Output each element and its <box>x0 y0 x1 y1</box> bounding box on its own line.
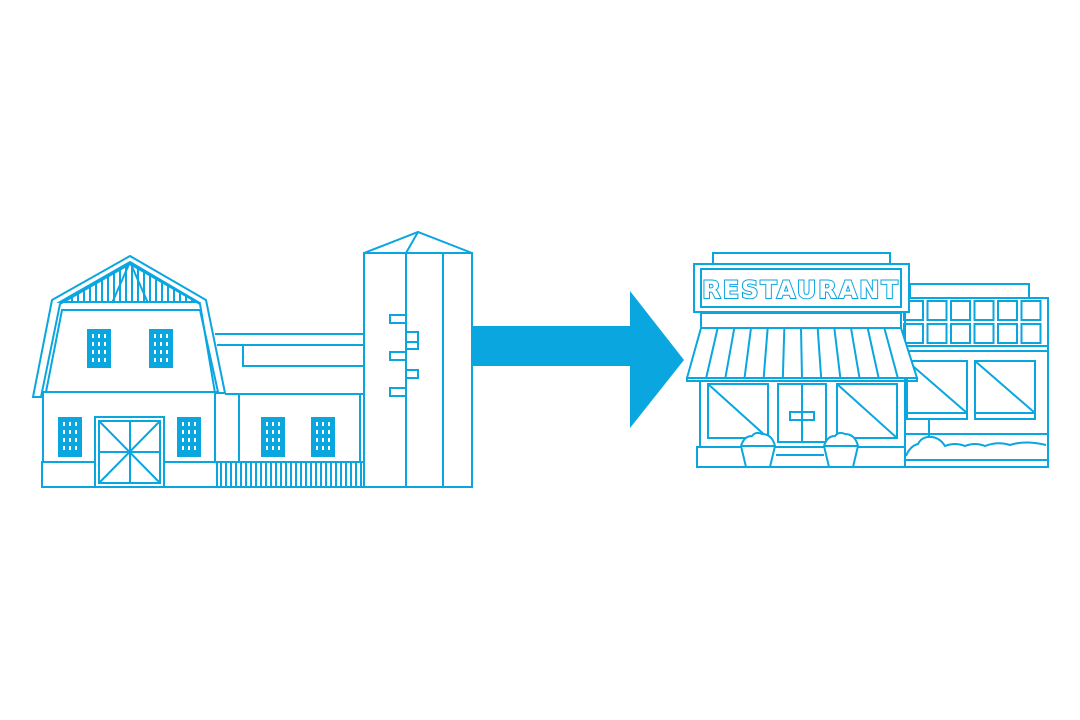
bushes <box>905 435 1047 457</box>
restaurant-side-building <box>903 283 1049 468</box>
restaurant-sign <box>693 263 910 313</box>
barn-annex <box>215 333 364 488</box>
storefront-window <box>707 383 769 439</box>
front-door <box>777 383 827 443</box>
right-arrow-icon <box>472 291 684 428</box>
fence <box>220 462 362 487</box>
barn-upper-wall <box>44 309 220 393</box>
restaurant: RESTAURANT <box>685 252 1049 468</box>
awning <box>685 327 919 382</box>
storefront-window <box>836 383 898 439</box>
silo <box>363 230 473 488</box>
restaurant-sign-text: RESTAURANT <box>702 276 900 304</box>
barn-roof <box>31 254 227 398</box>
planter <box>739 431 777 468</box>
barn <box>31 230 473 488</box>
barn-door <box>94 416 165 488</box>
planter <box>822 431 860 468</box>
